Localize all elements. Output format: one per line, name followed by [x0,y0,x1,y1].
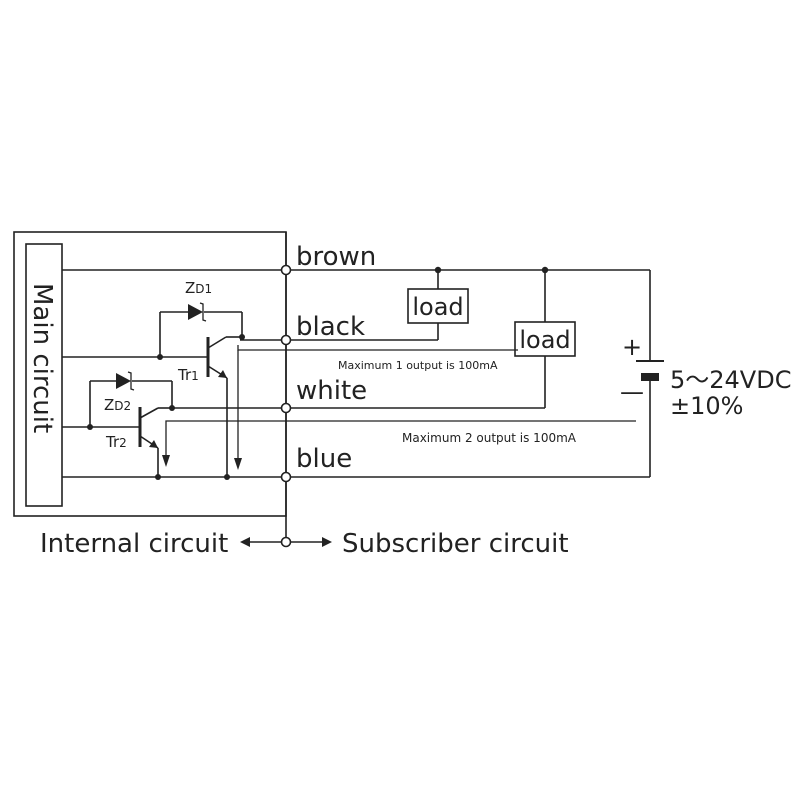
zd2-diode-icon [116,373,131,389]
tr2-emitter-arrow [149,440,158,448]
max-output-1-note: Maximum 1 output is 100mA [338,359,498,372]
junction-dot [541,266,549,274]
current-arrow-1-icon [234,458,242,470]
supply-voltage: 5～24VDC [670,366,791,394]
terminal-blue [280,471,292,483]
current-path-2 [165,420,636,455]
current-arrow-2-icon [162,455,170,467]
label-black: black [296,312,365,342]
label-blue: blue [296,444,352,474]
load1-label: load [412,293,463,321]
junction-dot [434,266,442,274]
subscriber-circuit-label: Subscriber circuit [342,529,569,559]
zd2-bar [127,371,135,391]
load2-label: load [519,326,570,354]
boundary-terminal [280,536,292,548]
internal-circuit-label: Internal circuit [40,529,228,559]
supply-plus: + [622,333,642,361]
supply-tolerance: ±10% [670,392,743,420]
zd1-diode-icon [188,304,203,320]
arrow-left-icon [240,537,250,547]
zd1-label: ZD1 [185,279,212,297]
arrow-right-icon [322,537,332,547]
tr1-label: Tr1 [177,366,199,384]
label-white: white [296,376,367,406]
battery-plate-short [641,373,659,381]
junction-dot [224,474,230,480]
tr2-collector [139,407,159,419]
main-circuit-block [25,243,63,507]
current-path-1 [237,345,518,351]
max-output-2-note: Maximum 2 output is 100mA [402,431,577,445]
tr2-label: Tr2 [105,433,127,451]
main-circuit-label: Main circuit [27,283,57,433]
tr1-emitter-arrow [218,370,227,378]
terminal-black [280,334,292,346]
junction-dot [155,474,161,480]
supply-minus: — [620,378,644,406]
junction-dot [239,334,245,340]
label-brown: brown [296,242,376,272]
junction-dot [169,405,175,411]
zd2-label: ZD2 [104,396,131,414]
terminal-white [280,402,292,414]
tr1-collector [207,336,227,349]
terminal-brown [280,264,292,276]
zd1-bar [199,302,207,322]
